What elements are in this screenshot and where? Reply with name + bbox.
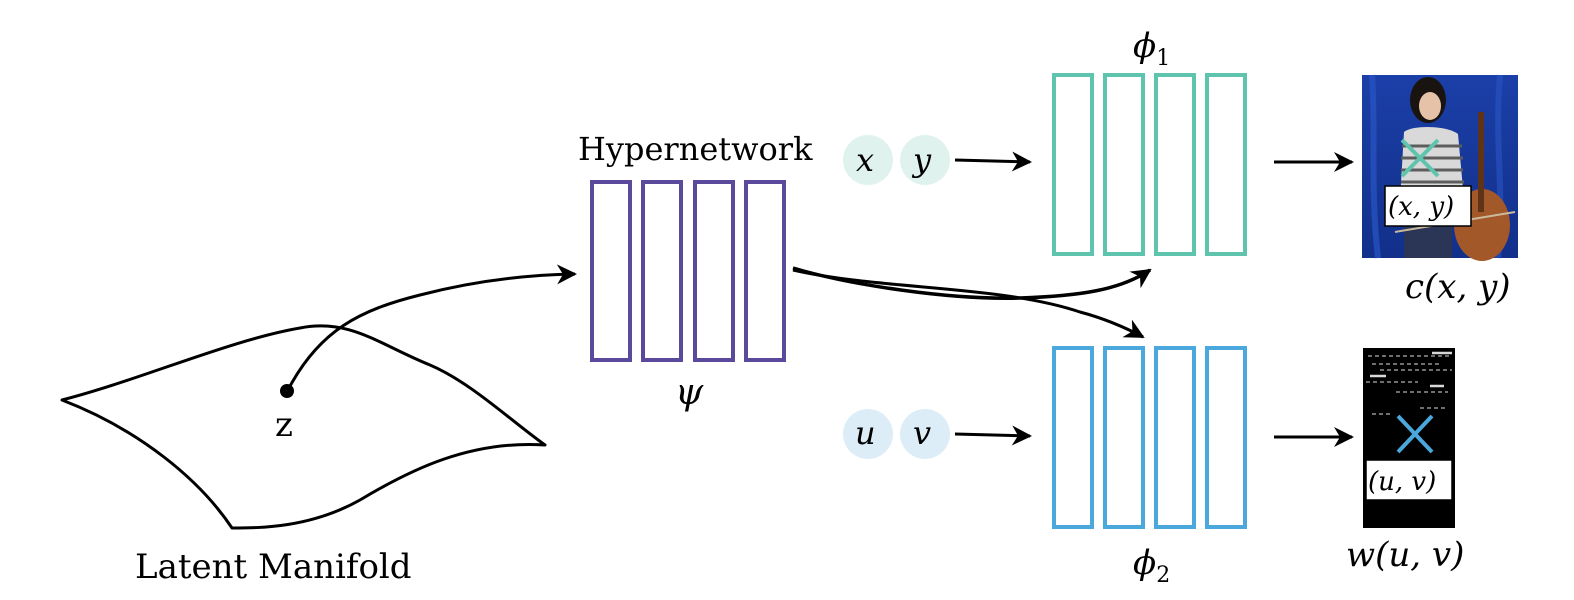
- hypernetwork-layer: [744, 180, 786, 362]
- phi1-layer: [1103, 73, 1145, 256]
- hypernetwork-label: Hypernetwork: [578, 130, 813, 168]
- color-marker-stroke-b: [1400, 138, 1440, 178]
- weight-point-label-box: [1365, 459, 1453, 501]
- latent-manifold-label: Latent Manifold: [135, 547, 412, 587]
- phi1-layer: [1205, 73, 1247, 256]
- color-output-image: (x, y): [1362, 74, 1518, 261]
- curtain-fold: [1369, 74, 1381, 259]
- latent-manifold: z Latent Manifold: [60, 324, 547, 587]
- hypernetwork: Hypernetwork ψ: [578, 130, 813, 413]
- phi1-base: ϕ: [1133, 26, 1156, 66]
- arrow-xy-to-phi1: [954, 151, 1032, 172]
- weight-texture: [1366, 355, 1452, 415]
- weight-output-label: w(u, v): [1346, 535, 1464, 575]
- person-face: [1419, 92, 1441, 120]
- phi1-sub: 1: [1156, 46, 1170, 71]
- hypernetwork-layer: [693, 180, 735, 362]
- input-uv: u v: [843, 409, 950, 459]
- cello-neck: [1478, 112, 1484, 212]
- phi2-sub: 2: [1156, 563, 1170, 588]
- phi2-base: ϕ: [1133, 543, 1156, 583]
- input-circle-u: [843, 409, 893, 459]
- phi2-label: ϕ2: [1133, 543, 1170, 588]
- arrow-uv-to-phi2: [954, 425, 1032, 446]
- weight-texture-bright: [1370, 351, 1452, 388]
- color-output-label: c(x, y): [1405, 267, 1511, 307]
- hypernetwork-layer: [641, 180, 683, 362]
- phi1-layer: [1154, 73, 1196, 256]
- psi-label: ψ: [675, 372, 704, 413]
- phi2-layer: [1103, 346, 1145, 529]
- input-v-label: v: [913, 414, 931, 452]
- input-circle-v: [900, 409, 950, 459]
- manifold-shape: [60, 324, 547, 530]
- latent-z-label: z: [275, 405, 293, 445]
- weight-marker-stroke-b: [1396, 414, 1434, 454]
- input-u-label: u: [855, 414, 876, 452]
- input-circle-y: [900, 135, 950, 185]
- color-point-label: (x, y): [1388, 192, 1454, 222]
- input-x-label: x: [856, 141, 874, 179]
- weight-point-label: (u, v): [1368, 467, 1436, 497]
- phi1-label: ϕ1: [1133, 26, 1170, 71]
- phi1-network: ϕ1: [1052, 26, 1247, 256]
- hypernetwork-layer: [590, 180, 632, 362]
- phi2-layer: [1205, 346, 1247, 529]
- phi2-layer: [1052, 346, 1094, 529]
- input-y-label: y: [911, 141, 932, 179]
- latent-point: [280, 384, 294, 398]
- weight-output-image: (u, v): [1363, 348, 1455, 528]
- arrow-z-to-hypernetwork: [287, 264, 577, 389]
- input-xy: x y: [843, 135, 950, 185]
- phi2-layer: [1154, 346, 1196, 529]
- input-circle-x: [843, 135, 893, 185]
- phi1-layer: [1052, 73, 1094, 256]
- phi2-network: ϕ2: [1052, 346, 1247, 588]
- arrow-hypernetwork-to-phi2: [792, 268, 1145, 339]
- color-point-label-box: [1384, 185, 1472, 227]
- arrow-hypernetwork-to-phi1: [792, 266, 1152, 300]
